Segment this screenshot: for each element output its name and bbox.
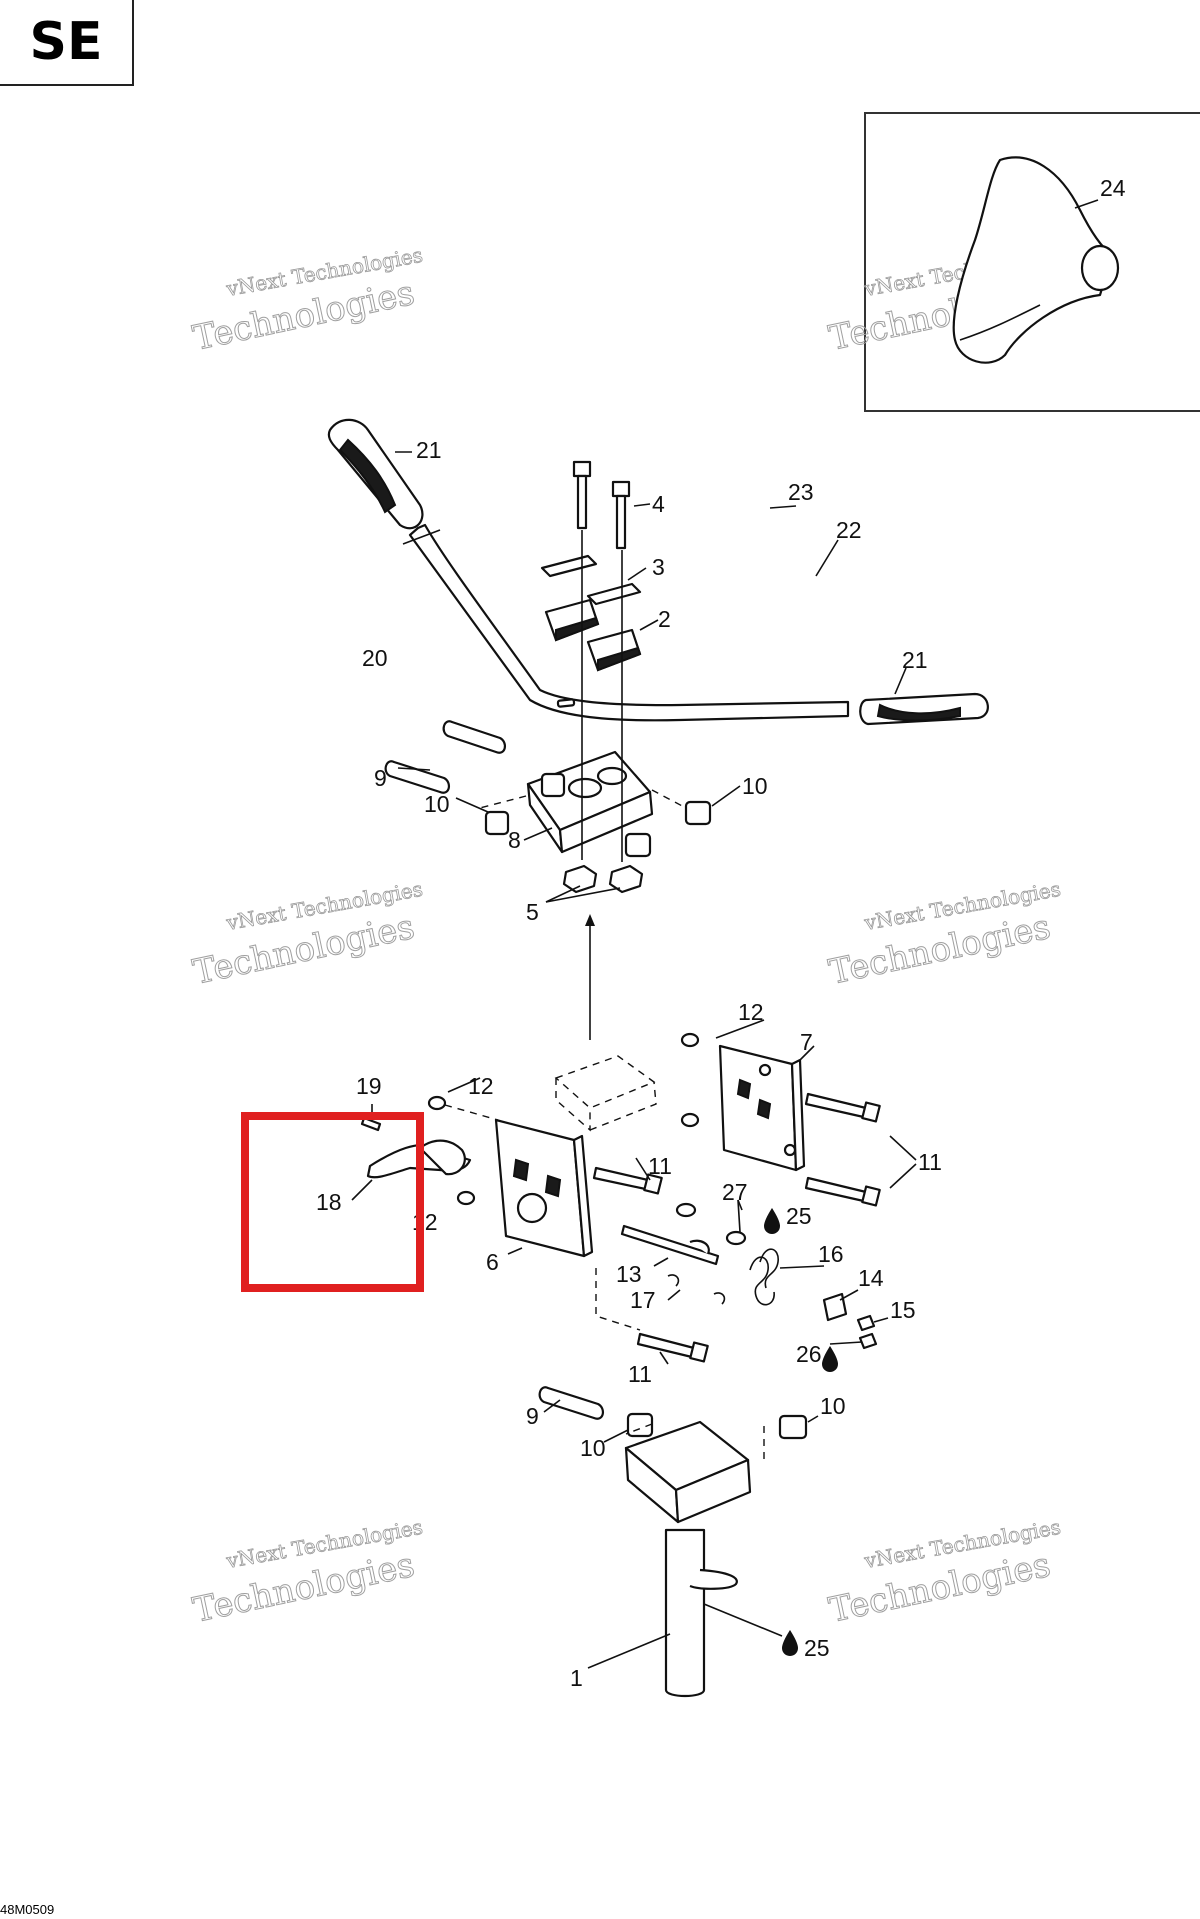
callout-19: 19 — [356, 1073, 382, 1099]
bushing-upper-left — [540, 772, 566, 798]
callout-20: 20 — [362, 645, 388, 671]
callout-24: 24 — [1100, 175, 1126, 201]
assembly-arrow — [585, 914, 595, 1040]
washer-upper-arm — [680, 1032, 700, 1128]
callout-4: 4 — [652, 491, 665, 517]
callout-12-top: 12 — [738, 999, 764, 1025]
watermark-bottom-left: vNext Technologies Technologies — [189, 1514, 425, 1631]
washer-27-b — [725, 1230, 747, 1246]
bushing-right-upper — [684, 800, 712, 826]
callout-12-mid: 12 — [468, 1073, 494, 1099]
callout-17: 17 — [630, 1287, 656, 1313]
watermark-bottom-right: vNext Technologies Technologies — [825, 1514, 1063, 1631]
callout-13: 13 — [616, 1261, 642, 1287]
riser-shaft-lower — [384, 760, 450, 794]
bolt-upper-arm-1 — [804, 1092, 881, 1123]
handlebar-grip-right — [859, 692, 989, 726]
return-spring — [749, 1248, 779, 1306]
callout-23: 23 — [788, 479, 814, 505]
bushing-column-right — [778, 1414, 808, 1440]
callout-11-lower: 11 — [628, 1361, 652, 1387]
section-label: SE — [29, 12, 103, 72]
leader-lines — [351, 199, 1099, 1669]
nut-left — [562, 864, 598, 894]
callout-25-mid: 25 — [786, 1203, 812, 1229]
clamp-plate-right — [586, 582, 642, 606]
washer-27-a — [675, 1202, 697, 1218]
bolt-lower-shaft — [636, 1332, 709, 1363]
highlight-box — [241, 1112, 424, 1292]
lever-screw — [360, 1116, 382, 1132]
callout-14: 14 — [858, 1265, 884, 1291]
riser-bolt-right — [611, 480, 631, 550]
circlip-pair — [667, 1274, 726, 1305]
nut-right — [608, 864, 644, 894]
dash-line — [625, 1423, 653, 1435]
callout-26: 26 — [796, 1341, 822, 1367]
callout-10-upper-left: 10 — [424, 791, 450, 817]
callout-10-lower-right: 10 — [820, 1393, 846, 1419]
callout-22: 22 — [836, 517, 862, 543]
callout-6: 6 — [486, 1249, 499, 1275]
reference-code: 48M0509 — [0, 1902, 55, 1917]
dash-line — [651, 789, 687, 809]
handlebar-part — [408, 523, 850, 722]
callout-8: 8 — [508, 827, 521, 853]
riser-block-outline — [554, 1055, 657, 1132]
callout-labels: 24 21 4 3 2 20 23 22 21 9 10 10 8 5 12 7… — [316, 175, 1126, 1691]
callout-15: 15 — [890, 1297, 916, 1323]
bushing-right-lower — [624, 832, 652, 858]
callout-7: 7 — [800, 1029, 813, 1055]
lever-shaft — [620, 1224, 720, 1266]
steering-column-tube — [664, 1528, 738, 1698]
callout-9-upper: 9 — [374, 765, 387, 791]
upper-arm-plate — [718, 1044, 806, 1172]
inset-detail-box — [864, 112, 1200, 412]
spring-screw-a — [856, 1314, 876, 1332]
clamp-block-right — [586, 628, 642, 672]
clamp-plate-left — [540, 554, 598, 578]
callout-9-lower: 9 — [526, 1403, 539, 1429]
clamp-block-left — [544, 598, 600, 642]
callout-11-right: 11 — [918, 1149, 942, 1175]
washer-12-upper — [427, 1095, 447, 1111]
callout-1: 1 — [570, 1665, 583, 1691]
callout-11-mid: 11 — [648, 1153, 672, 1179]
riser-block-part — [526, 750, 654, 854]
watermark-top-left: vNext Technologies Technologies — [189, 242, 425, 359]
callout-21-right: 21 — [902, 647, 928, 673]
dash-line — [444, 1104, 499, 1121]
callout-10-upper-right: 10 — [742, 773, 768, 799]
bolt-upper-arm-2 — [804, 1176, 881, 1207]
callout-25-bottom: 25 — [804, 1635, 830, 1661]
callout-27: 27 — [722, 1179, 748, 1205]
riser-bolt-left — [572, 460, 592, 530]
handlebar-grip-left — [327, 418, 424, 530]
callout-16: 16 — [818, 1241, 844, 1267]
lower-shaft — [538, 1386, 604, 1420]
washer-12-lower — [456, 1190, 476, 1206]
section-label-box: SE — [0, 0, 134, 86]
bushing-lower-left — [484, 810, 510, 836]
oil-drop-icon — [764, 1208, 780, 1234]
dash-line — [595, 1268, 641, 1331]
handlebar-cover-part — [952, 156, 1120, 364]
watermark-mid-right: vNext Technologies Technologies — [825, 876, 1063, 993]
callout-10-lower-left: 10 — [580, 1435, 606, 1461]
oil-drop-icon — [782, 1630, 798, 1656]
watermark-mid-left: vNext Technologies Technologies — [189, 876, 425, 993]
steering-column-block — [624, 1420, 752, 1524]
callout-21-left: 21 — [416, 437, 442, 463]
spring-screw-b — [858, 1332, 878, 1350]
riser-shaft-upper — [442, 720, 506, 754]
oil-drop-icon — [822, 1346, 838, 1372]
callout-3: 3 — [652, 554, 665, 580]
lower-arm-plate — [494, 1118, 594, 1258]
callout-2: 2 — [658, 606, 671, 632]
dash-line — [479, 795, 527, 809]
callout-18: 18 — [316, 1189, 342, 1215]
callout-5: 5 — [526, 899, 539, 925]
